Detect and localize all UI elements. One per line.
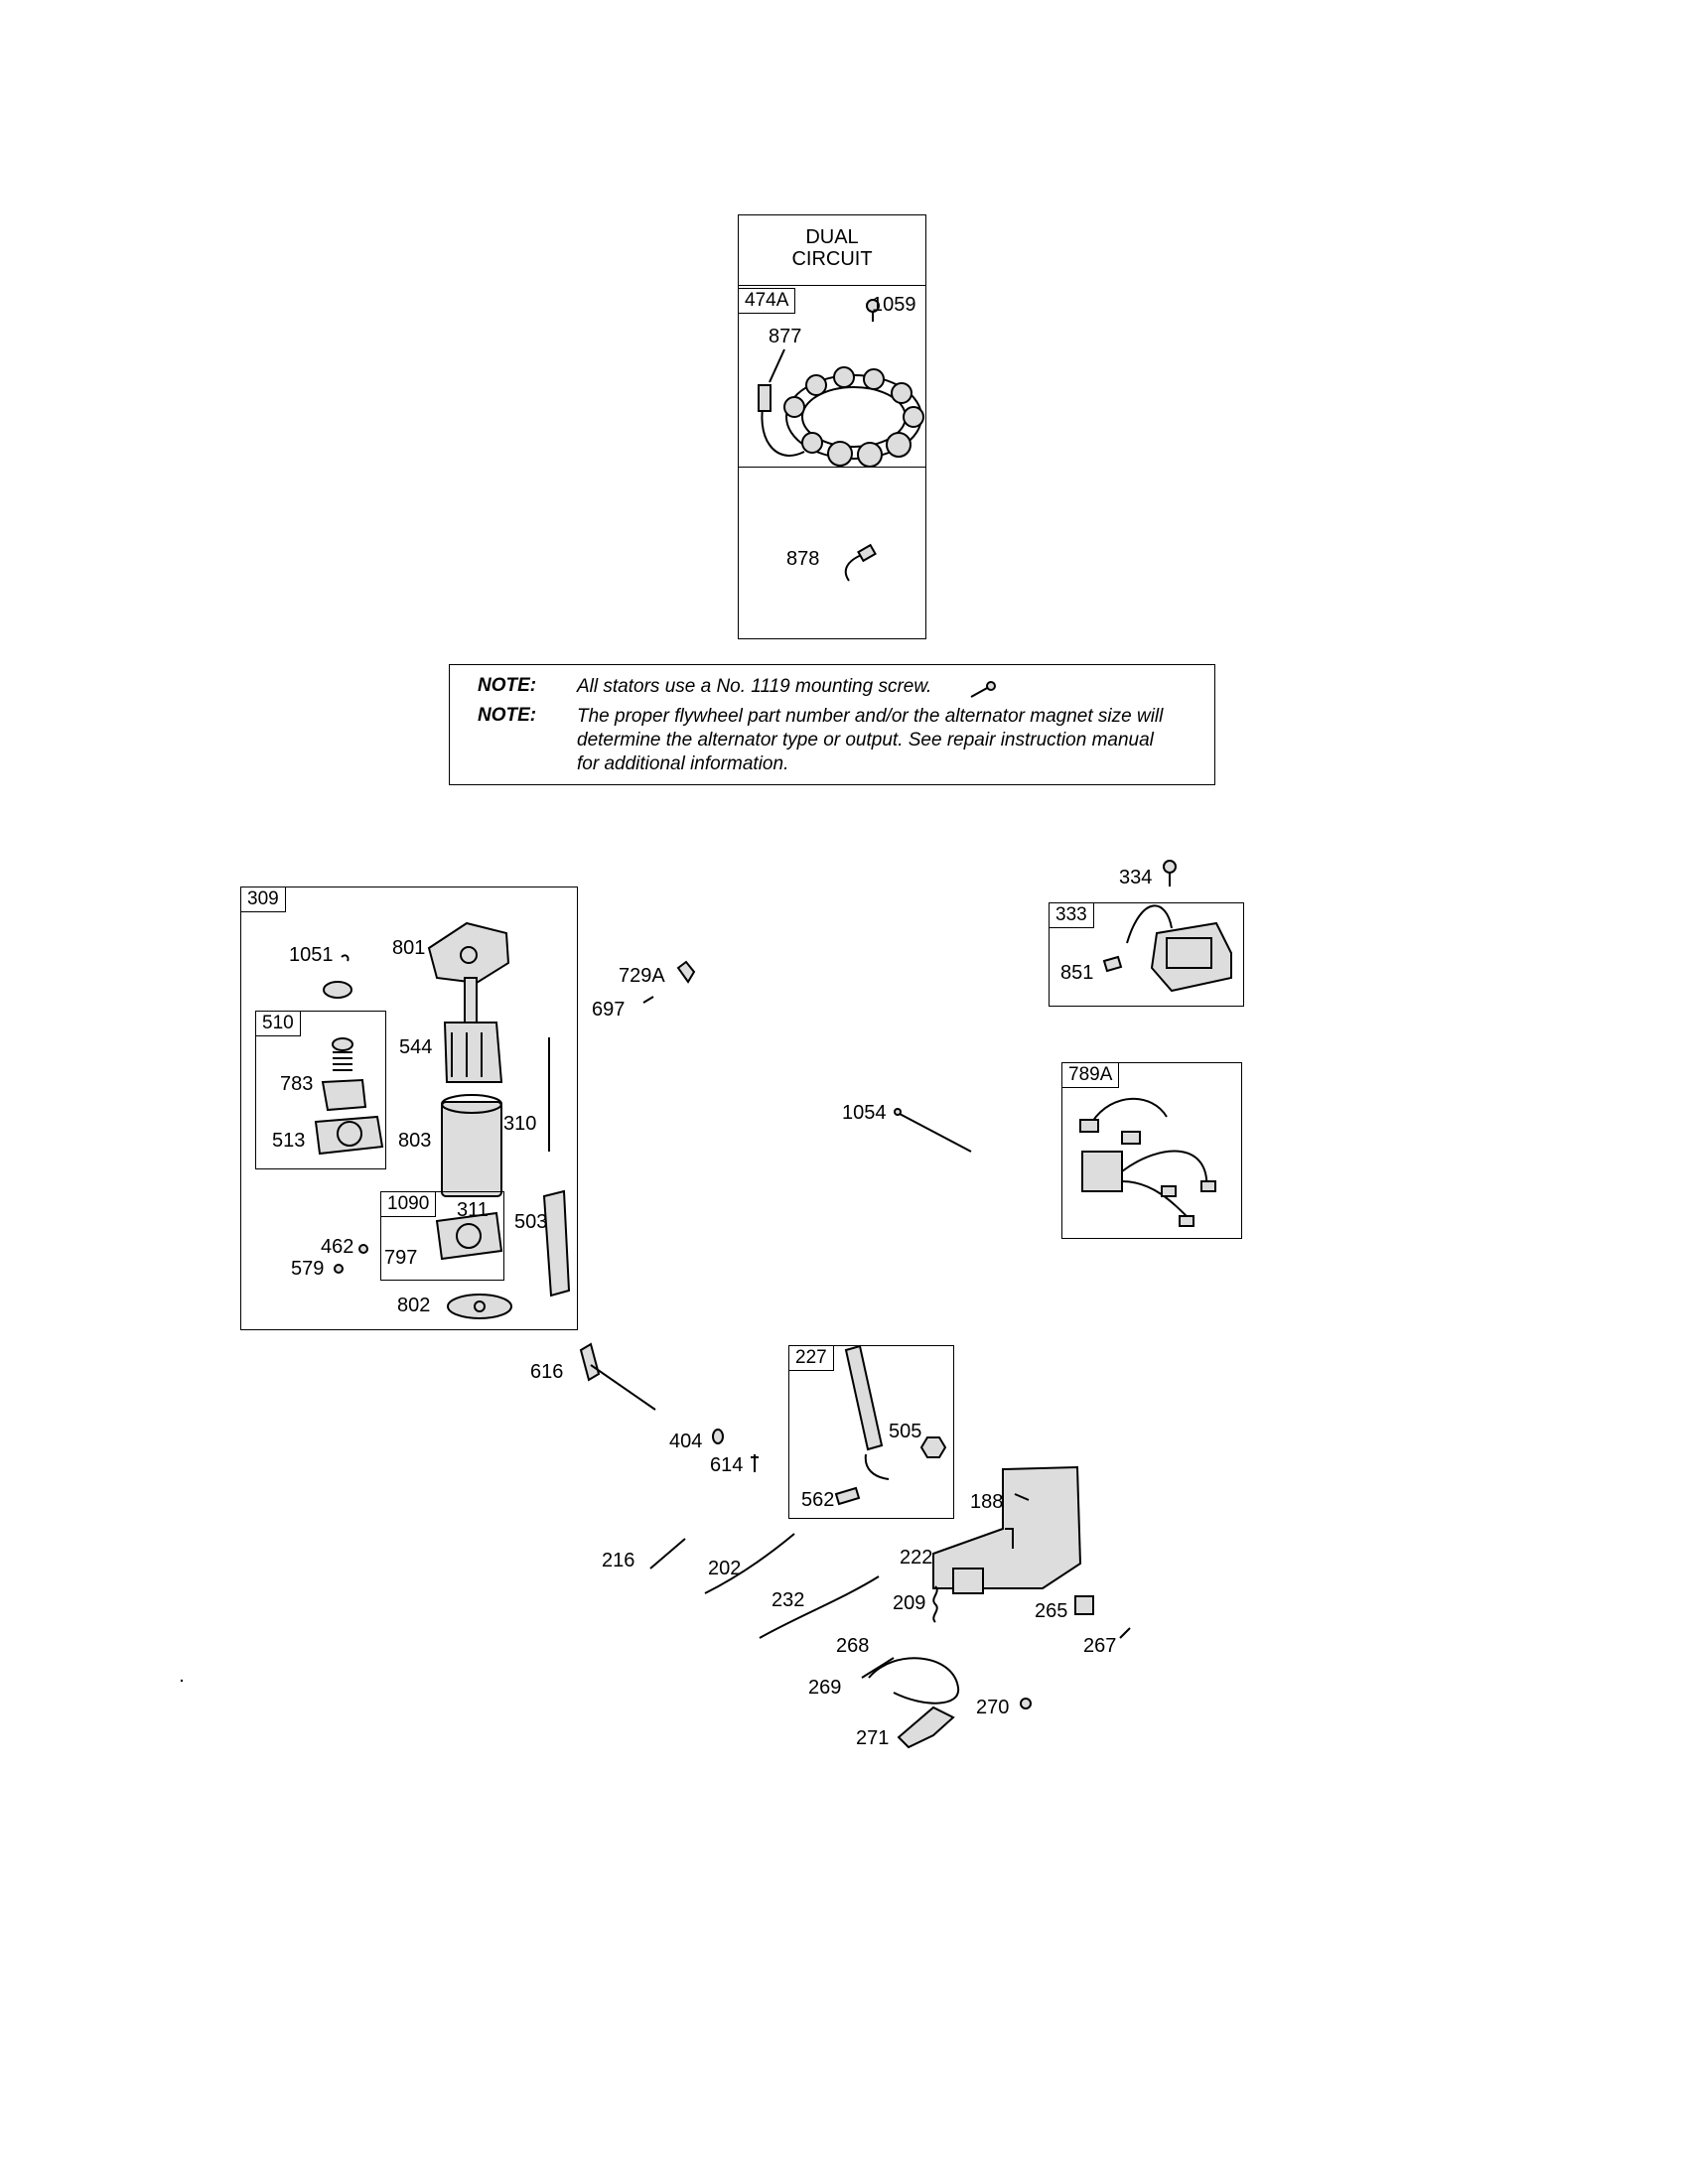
screw-334-drawing: [1163, 860, 1177, 887]
group-789A-box: [1061, 1062, 1242, 1239]
bracket-729A-drawing: [642, 960, 696, 1004]
tag-227: 227: [788, 1345, 834, 1371]
tag-1090: 1090: [380, 1191, 437, 1217]
part-label-270: 270: [976, 1697, 1010, 1718]
part-label-462: 462: [321, 1236, 354, 1258]
note-key: NOTE:: [478, 705, 537, 726]
part-label-268: 268: [836, 1635, 870, 1657]
part-label-311: 311: [457, 1199, 489, 1221]
note-text: All stators use a No. 1119 mounting scre…: [577, 676, 932, 697]
tag-510: 510: [255, 1011, 301, 1036]
part-label-802: 802: [397, 1295, 431, 1316]
part-label-404: 404: [669, 1431, 703, 1452]
starter-motor-drawing: [314, 921, 571, 1319]
cable-tie-drawing: [894, 1108, 972, 1153]
ignition-coil-drawing: [1102, 904, 1232, 993]
part-label-209: 209: [893, 1592, 926, 1614]
part-label-271: 271: [856, 1727, 890, 1749]
tag-474A: 474A: [738, 288, 796, 314]
part-label-801: 801: [392, 937, 426, 959]
dual-circuit-header-box: [738, 214, 926, 286]
note-row-1: NOTE: All stators use a No. 1119 mountin…: [478, 675, 931, 697]
group-510-box: [255, 1011, 386, 1169]
group-333-box: [1049, 902, 1244, 1007]
governor-linkage-drawing: [579, 1342, 1131, 1749]
part-label-1059: 1059: [872, 294, 916, 316]
part-label-697: 697: [592, 999, 626, 1021]
part-label-505: 505: [889, 1421, 922, 1442]
dual-circuit-title: DUAL CIRCUIT: [791, 226, 873, 270]
part-label-877: 877: [769, 326, 802, 347]
tag-333: 333: [1049, 902, 1094, 928]
part-label-783: 783: [280, 1073, 314, 1095]
note-text: The proper flywheel part number and/or t…: [577, 706, 1164, 774]
wiring-harness-drawing: [1079, 1097, 1216, 1227]
part-label-729A: 729A: [619, 965, 665, 987]
group-309-box: [240, 887, 578, 1330]
part-label-616: 616: [530, 1361, 564, 1383]
part-label-803: 803: [398, 1130, 432, 1152]
note-row-2: NOTE: The proper flywheel part number an…: [478, 705, 1163, 774]
part-label-513: 513: [272, 1130, 306, 1152]
part-label-614: 614: [710, 1454, 744, 1476]
part-label-267: 267: [1083, 1635, 1117, 1657]
tag-309: 309: [240, 887, 286, 912]
part-label-562: 562: [801, 1489, 835, 1511]
part-label-216: 216: [602, 1550, 635, 1571]
part-label-878: 878: [786, 548, 820, 570]
stator-drawing: [758, 348, 924, 468]
screw-1059-drawing: [866, 299, 880, 322]
group-1090-box: [380, 1191, 504, 1281]
part-label-851: 851: [1060, 962, 1094, 984]
part-label-269: 269: [808, 1677, 842, 1699]
part-label-232: 232: [772, 1589, 805, 1611]
group-227-box: [788, 1345, 954, 1519]
part-label-797: 797: [384, 1247, 418, 1269]
part-label-222: 222: [900, 1547, 933, 1569]
part-label-334: 334: [1119, 867, 1153, 888]
screw-note-icon: [970, 681, 996, 698]
part-label-579: 579: [291, 1258, 325, 1280]
part-label-202: 202: [708, 1558, 742, 1579]
note-key: NOTE:: [478, 675, 537, 696]
part-label-265: 265: [1035, 1600, 1068, 1622]
dual-circuit-divider: [738, 467, 926, 468]
part-label-544: 544: [399, 1036, 433, 1058]
note-box: NOTE: All stators use a No. 1119 mountin…: [449, 664, 1215, 785]
part-label-310: 310: [503, 1113, 537, 1135]
part-label-1051: 1051: [289, 944, 334, 966]
tag-789A: 789A: [1061, 1062, 1120, 1088]
clip-878-drawing: [844, 543, 877, 582]
part-label-503: 503: [514, 1211, 548, 1233]
part-label-1054: 1054: [842, 1102, 887, 1124]
part-label-188: 188: [970, 1491, 1004, 1513]
